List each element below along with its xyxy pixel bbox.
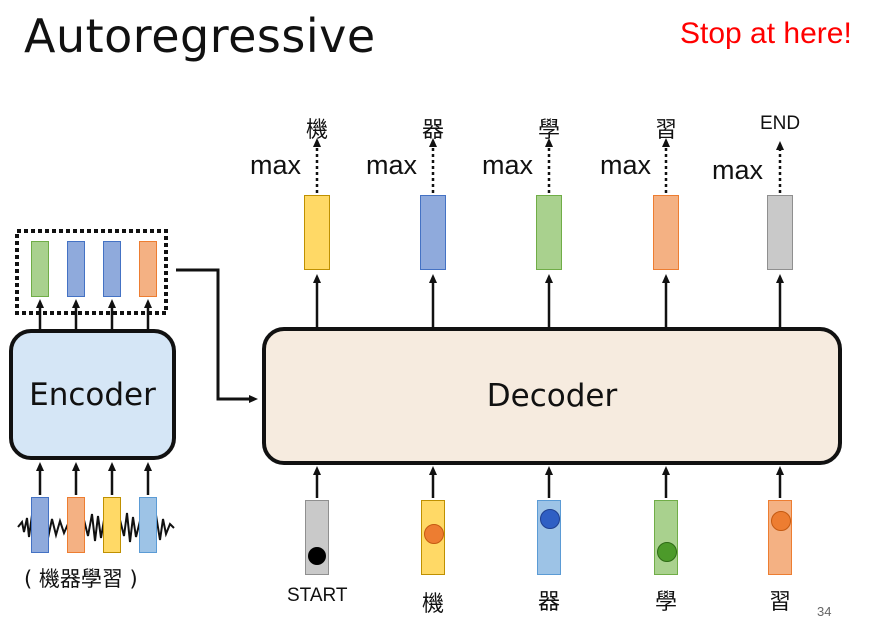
encoder-input-vector-1 bbox=[31, 497, 49, 553]
encoder-block: Encoder bbox=[9, 329, 176, 460]
decoder-output-vector-5 bbox=[767, 195, 793, 270]
decoder-input-dot-4 bbox=[657, 542, 677, 562]
input-token-4: 學 bbox=[654, 590, 677, 615]
output-token-4: 習 bbox=[654, 118, 677, 143]
encoder-output-vector-3 bbox=[103, 241, 121, 297]
decoder-block: Decoder bbox=[262, 327, 842, 465]
decoder-input-dot-5 bbox=[771, 511, 791, 531]
output-token-3: 學 bbox=[537, 118, 560, 143]
encoder-input-caption: ( 機器學習 ) bbox=[24, 567, 138, 591]
stop-note: Stop at here! bbox=[680, 17, 852, 50]
page-number: 34 bbox=[817, 604, 832, 619]
max-label-3: max bbox=[482, 150, 534, 180]
slide-title: Autoregressive bbox=[24, 9, 376, 63]
encoder-output-vector-2 bbox=[67, 241, 85, 297]
enc-to-dec-connector bbox=[176, 268, 258, 403]
max-label-4: max bbox=[600, 150, 652, 180]
input-token-2: 機 bbox=[421, 592, 444, 617]
output-token-5: END bbox=[759, 113, 801, 134]
output-token-2: 器 bbox=[421, 118, 444, 143]
output-token-1: 機 bbox=[305, 118, 328, 143]
decoder-input-dot-3 bbox=[540, 509, 560, 529]
encoder-label: Encoder bbox=[29, 376, 156, 413]
decoder-input-vector-4 bbox=[654, 500, 678, 575]
encoder-output-vector-1 bbox=[31, 241, 49, 297]
input-token-3: 器 bbox=[537, 590, 560, 615]
max-label-1: max bbox=[250, 150, 302, 180]
decoder-output-vector-3 bbox=[536, 195, 562, 270]
decoder-label: Decoder bbox=[486, 378, 618, 414]
encoder-output-group bbox=[15, 229, 168, 315]
decoder-output-vector-1 bbox=[304, 195, 330, 270]
decoder-input-dot-2 bbox=[424, 524, 444, 544]
decoder-input-dot-1 bbox=[308, 547, 326, 565]
encoder-input-vector-3 bbox=[103, 497, 121, 553]
input-token-1: START bbox=[287, 585, 348, 606]
encoder-input-vector-4 bbox=[139, 497, 157, 553]
decoder-output-vector-2 bbox=[420, 195, 446, 270]
max-label-5: max bbox=[712, 155, 764, 185]
encoder-output-vector-4 bbox=[139, 241, 157, 297]
decoder-output-vector-4 bbox=[653, 195, 679, 270]
input-token-5: 習 bbox=[768, 590, 791, 615]
encoder-input-vector-2 bbox=[67, 497, 85, 553]
max-label-2: max bbox=[366, 150, 418, 180]
